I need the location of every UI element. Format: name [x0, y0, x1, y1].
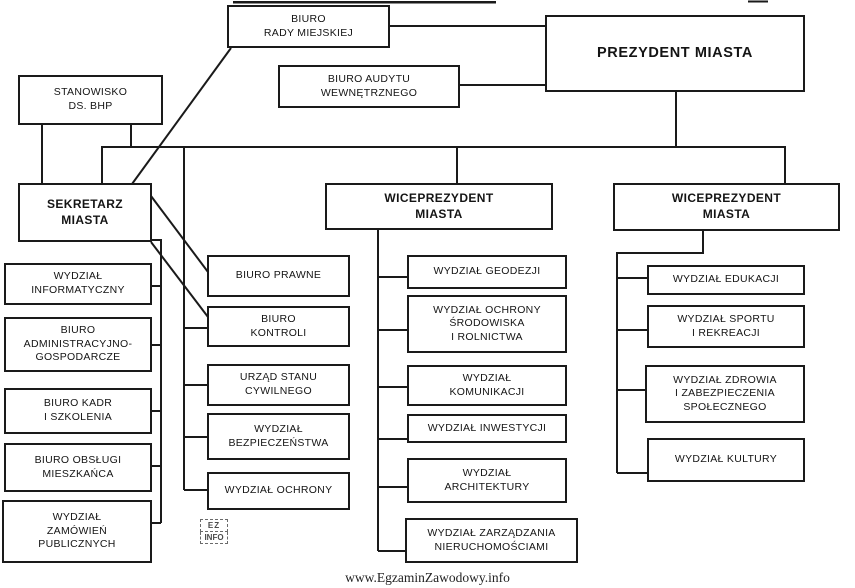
org-box-wydzial-komunikacji: WYDZIAŁ KOMUNIKACJI — [407, 365, 567, 406]
org-box-biuro-kontroli: BIURO KONTROLI — [207, 306, 350, 347]
org-box-wydzial-sportu: WYDZIAŁ SPORTU I REKREACJI — [647, 305, 805, 348]
org-box-wydzial-zdrowia: WYDZIAŁ ZDROWIA I ZABEZPIECZENIA SPOŁECZ… — [645, 365, 805, 423]
org-box-biuro-kadr: BIURO KADR I SZKOLENIA — [4, 388, 152, 434]
org-box-wiceprezydent-2: WICEPREZYDENT MIASTA — [613, 183, 840, 231]
org-box-wydzial-zarzadzania-nieruchomosciami: WYDZIAŁ ZARZĄDZANIA NIERUCHOMOŚCIAMI — [405, 518, 578, 563]
ez-info-stamp-top: EZ — [200, 519, 228, 532]
org-box-biuro-prawne: BIURO PRAWNE — [207, 255, 350, 297]
org-box-wydzial-bezpieczenstwa: WYDZIAŁ BEZPIECZEŃSTWA — [207, 413, 350, 460]
org-box-biuro-obslugi-mieszkanca: BIURO OBSŁUGI MIESZKAŃCA — [4, 443, 152, 492]
org-box-wydzial-informatyczny: WYDZIAŁ INFORMATYCZNY — [4, 263, 152, 305]
org-box-wydzial-ochrony: WYDZIAŁ OCHRONY — [207, 472, 350, 510]
org-box-wydzial-zamowien-publicznych: WYDZIAŁ ZAMÓWIEŃ PUBLICZNYCH — [2, 500, 152, 563]
org-box-wydzial-geodezji: WYDZIAŁ GEODEZJI — [407, 255, 567, 289]
org-box-wydzial-architektury: WYDZIAŁ ARCHITEKTURY — [407, 458, 567, 503]
org-box-prezydent-miasta: PREZYDENT MIASTA — [545, 15, 805, 92]
org-box-stanowisko-bhp: STANOWISKO DS. BHP — [18, 75, 163, 125]
org-box-biuro-rady-miejskiej: BIURO RADY MIEJSKIEJ — [227, 5, 390, 48]
org-box-wydzial-ochrony-srodowiska: WYDZIAŁ OCHRONY ŚRODOWISKA I ROLNICTWA — [407, 295, 567, 353]
footer-watermark-url: www.EgzaminZawodowy.info — [345, 570, 510, 585]
org-box-wydzial-edukacji: WYDZIAŁ EDUKACJI — [647, 265, 805, 295]
org-box-biuro-audytu: BIURO AUDYTU WEWNĘTRZNEGO — [278, 65, 460, 108]
org-box-biuro-administracyjno-gospodarcze: BIURO ADMINISTRACYJNO- GOSPODARCZE — [4, 317, 152, 372]
org-box-wydzial-kultury: WYDZIAŁ KULTURY — [647, 438, 805, 482]
org-box-urzad-stanu-cywilnego: URZĄD STANU CYWILNEGO — [207, 364, 350, 406]
org-box-wydzial-inwestycji: WYDZIAŁ INWESTYCJI — [407, 414, 567, 443]
org-box-sekretarz-miasta: SEKRETARZ MIASTA — [18, 183, 152, 242]
ez-info-stamp-bottom: INFO — [200, 532, 228, 544]
ez-info-stamp-icon: EZ INFO — [200, 519, 228, 544]
org-box-wiceprezydent-1: WICEPREZYDENT MIASTA — [325, 183, 553, 230]
